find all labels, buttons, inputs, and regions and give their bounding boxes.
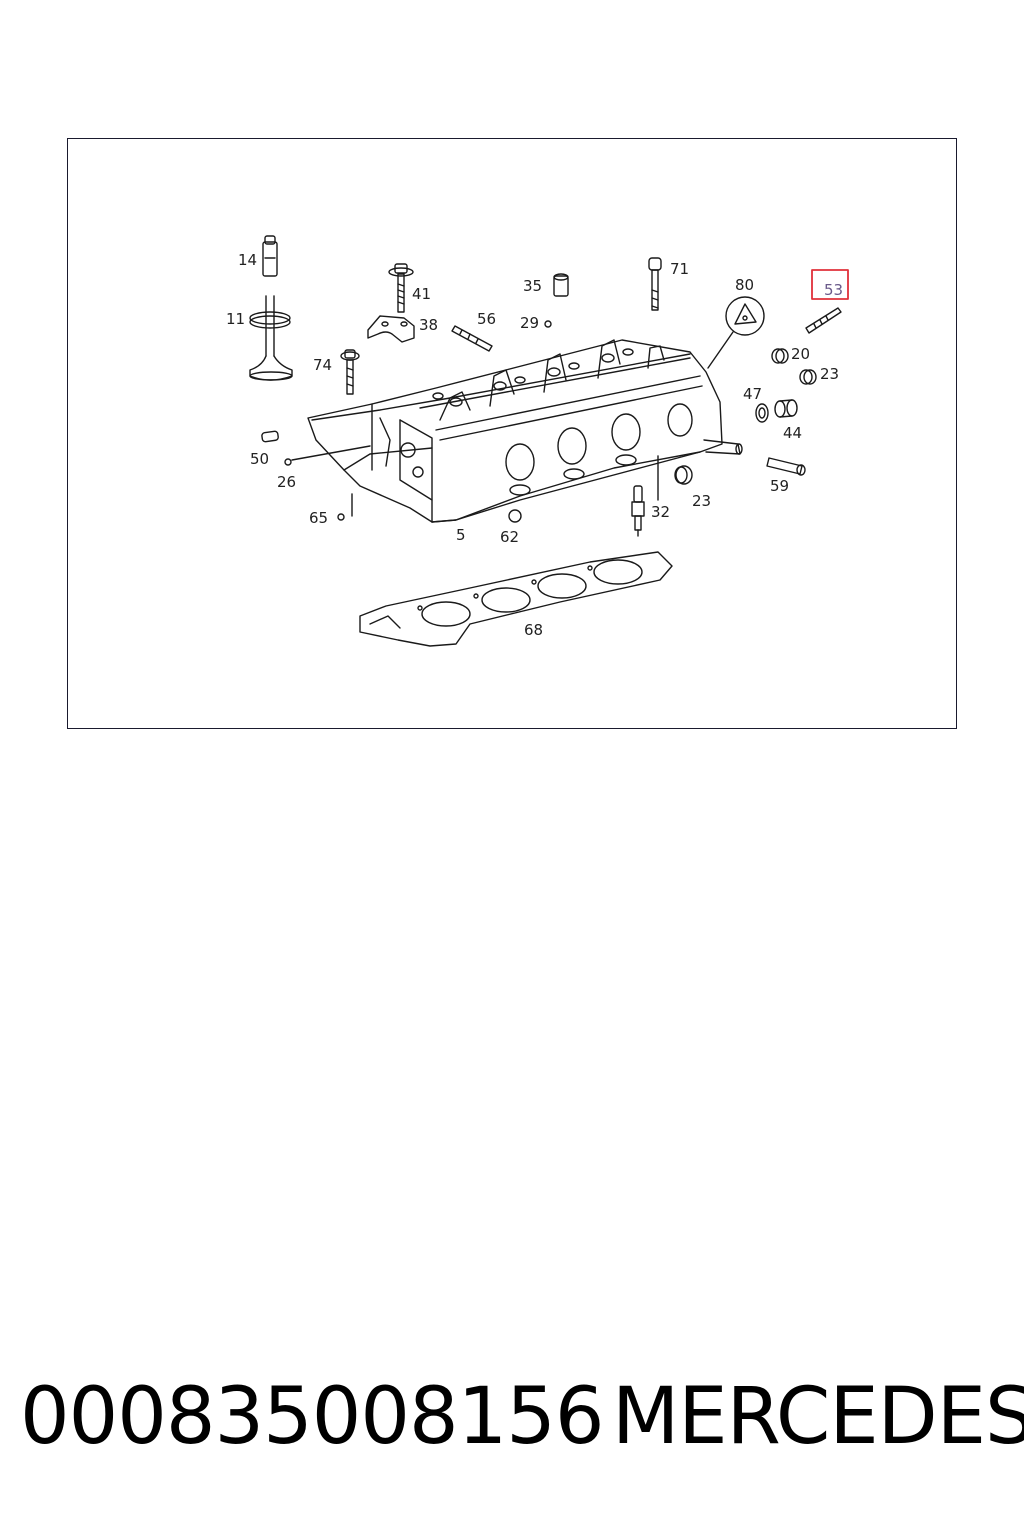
callout-35: 35	[523, 277, 542, 295]
callout-74: 74	[313, 356, 332, 374]
part-50-dowel[interactable]	[261, 430, 279, 443]
part-26-ring[interactable]	[284, 458, 292, 466]
callout-53: 53	[824, 281, 843, 299]
part-41-bolt[interactable]	[388, 263, 414, 313]
callout-50: 50	[250, 450, 269, 468]
diagram-frame	[67, 138, 957, 729]
callout-59: 59	[770, 477, 789, 495]
callout-11: 11	[226, 310, 245, 328]
part-20-plug[interactable]	[771, 348, 789, 364]
highlight-box-53	[811, 269, 849, 300]
callout-71: 71	[670, 260, 689, 278]
callout-32: 32	[651, 503, 670, 521]
callout-29: 29	[520, 314, 539, 332]
part-29-ring[interactable]	[544, 320, 552, 328]
part-62-plug[interactable]	[508, 509, 522, 523]
callout-56: 56	[477, 310, 496, 328]
part-number: 000835008156	[20, 1372, 605, 1462]
callout-41: 41	[412, 285, 431, 303]
part-38-bearing-cap[interactable]	[367, 315, 415, 343]
callout-44: 44	[783, 424, 802, 442]
footer-caption: 000835008156 MERCEDES	[0, 1372, 1024, 1482]
part-65-ring[interactable]	[337, 513, 345, 521]
part-35-sleeve[interactable]	[553, 273, 569, 297]
callout-62: 62	[500, 528, 519, 546]
callout-20: 20	[791, 345, 810, 363]
part-59-pin[interactable]	[766, 457, 806, 476]
part-71-bolt[interactable]	[648, 257, 662, 311]
callout-14: 14	[238, 251, 257, 269]
callout-23-top: 23	[820, 365, 839, 383]
part-11-valve[interactable]	[249, 295, 293, 381]
callout-80: 80	[735, 276, 754, 294]
part-5-cylinder-head[interactable]	[291, 339, 743, 523]
brand-name: MERCEDES	[612, 1372, 1024, 1462]
part-80-cover[interactable]	[707, 296, 765, 369]
part-23b-plug[interactable]	[674, 465, 693, 485]
part-74-screw[interactable]	[340, 349, 360, 395]
part-56-stud[interactable]	[451, 325, 493, 352]
part-53-stud[interactable]	[805, 307, 842, 334]
callout-38: 38	[419, 316, 438, 334]
callout-26: 26	[277, 473, 296, 491]
part-32-spark-plug[interactable]	[631, 485, 645, 537]
part-14-tappet[interactable]	[262, 235, 278, 277]
part-23-plug[interactable]	[799, 369, 817, 385]
callout-23-bottom: 23	[692, 492, 711, 510]
callout-68: 68	[524, 621, 543, 639]
callout-65: 65	[309, 509, 328, 527]
part-68-gasket[interactable]	[359, 551, 673, 647]
part-47-seal-ring[interactable]	[755, 403, 769, 423]
exploded-parts-diagram: 14 11 41 38 74 35 29 56 71 80 53 20 23 4…	[226, 235, 849, 647]
part-44-plug[interactable]	[774, 399, 798, 418]
callout-47: 47	[743, 385, 762, 403]
callout-5: 5	[456, 526, 466, 544]
